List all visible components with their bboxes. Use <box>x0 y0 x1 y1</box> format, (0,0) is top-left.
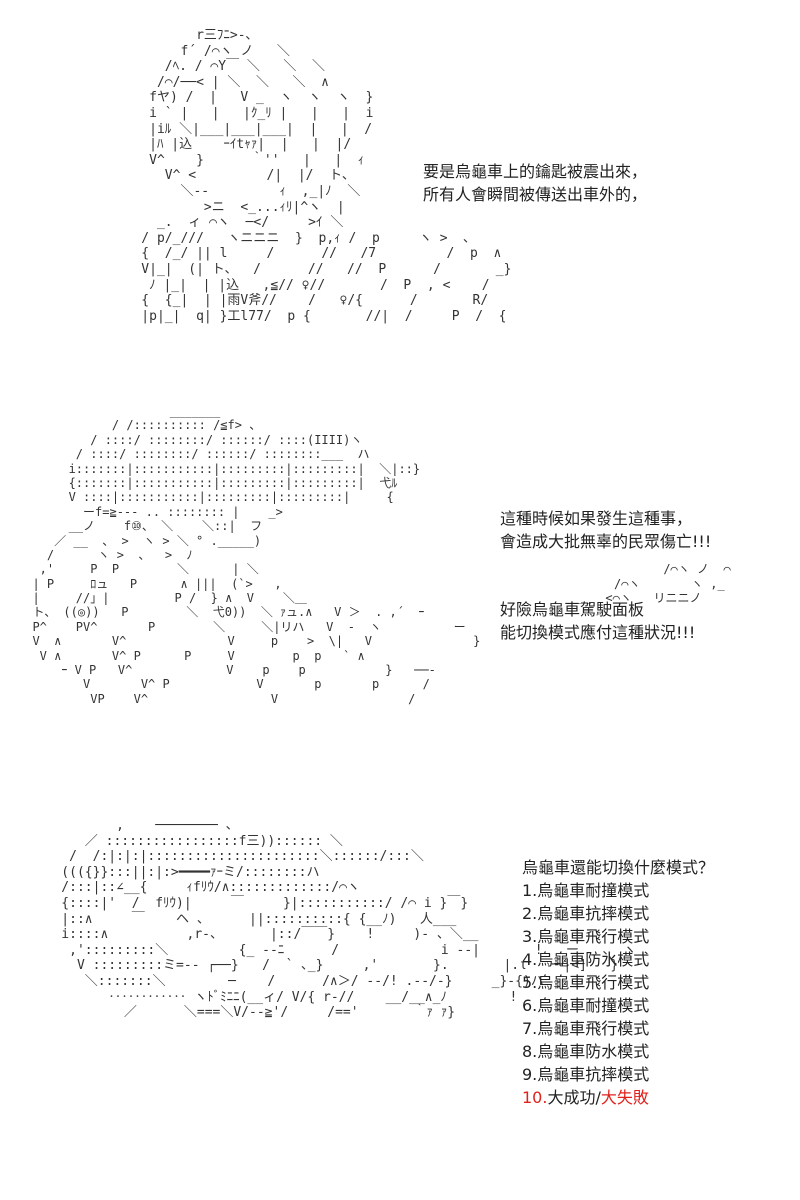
ascii-art-character-thinking: , ──────── 、 ／ :::::::::::::::::f三))::::… <box>61 818 637 1021</box>
caption-line: 要是烏龜車上的鑰匙被震出來， <box>423 162 648 181</box>
mode-list-item: 1.烏龜車耐撞模式 <box>522 881 650 900</box>
caption-2b: 好險烏龜車駕駛面板 能切換模式應付這種狀況!!! <box>500 598 695 644</box>
mode-list-item: 6.烏龜車耐撞模式 <box>522 996 650 1015</box>
final-item-separator: / <box>595 1088 601 1107</box>
caption-1: 要是烏龜車上的鑰匙被震出來， 所有人會瞬間被傳送出車外的， <box>423 160 647 206</box>
mode-list-item: 7.烏龜車飛行模式 <box>522 1019 650 1038</box>
final-item-failure: 大失敗 <box>600 1088 649 1107</box>
panel-1: r三ﾌﾆ>-､ f´ /⌒ヽ ノ ＼ /ﾍ. / ⌒Y￣ ＼ ＼ ＼ /⌒/──… <box>0 0 800 390</box>
mode-list-item-final: 10.大成功/大失敗 <box>522 1086 714 1109</box>
ascii-art-character-portrait: r三ﾌﾆ>-､ f´ /⌒ヽ ノ ＼ /ﾍ. / ⌒Y￣ ＼ ＼ ＼ /⌒/──… <box>141 28 512 324</box>
caption-2a: 這種時候如果發生這種事， 會造成大批無辜的民眾傷亡!!! <box>500 507 711 553</box>
mode-list-item: 8.烏龜車防水模式 <box>522 1042 650 1061</box>
caption-line: 能切換模式應付這種狀況!!! <box>500 623 696 642</box>
mode-list-item: 3.烏龜車飛行模式 <box>522 927 650 946</box>
ascii-art-character-pointing: _______ / /:::::::::: /≦f> 、 / ::::/ :::… <box>32 404 731 706</box>
mode-list-item: 4.烏龜車防水模式 <box>522 950 650 969</box>
caption-line: 這種時候如果發生這種事， <box>500 509 693 528</box>
mode-list-item: 9.烏龜車抗摔模式 <box>522 1065 650 1084</box>
final-item-number: 10. <box>522 1088 548 1107</box>
mode-list: 烏龜車還能切換什麼模式？ 1.烏龜車耐撞模式 2.烏龜車抗摔模式 3.烏龜車飛行… <box>522 856 714 1109</box>
caption-line: 所有人會瞬間被傳送出車外的， <box>423 185 648 204</box>
caption-line: 會造成大批無辜的民眾傷亡!!! <box>500 532 712 551</box>
mode-list-item: 5.烏龜車飛行模式 <box>522 973 650 992</box>
panel-2: _______ / /:::::::::: /≦f> 、 / ::::/ :::… <box>0 390 800 810</box>
final-item-success: 大成功 <box>547 1088 596 1107</box>
mode-list-item: 2.烏龜車抗摔模式 <box>522 904 650 923</box>
caption-line: 好險烏龜車駕駛面板 <box>500 600 645 619</box>
mode-list-title: 烏龜車還能切換什麼模式？ <box>522 858 715 877</box>
panel-3: , ──────── 、 ／ :::::::::::::::::f三))::::… <box>0 810 800 1200</box>
